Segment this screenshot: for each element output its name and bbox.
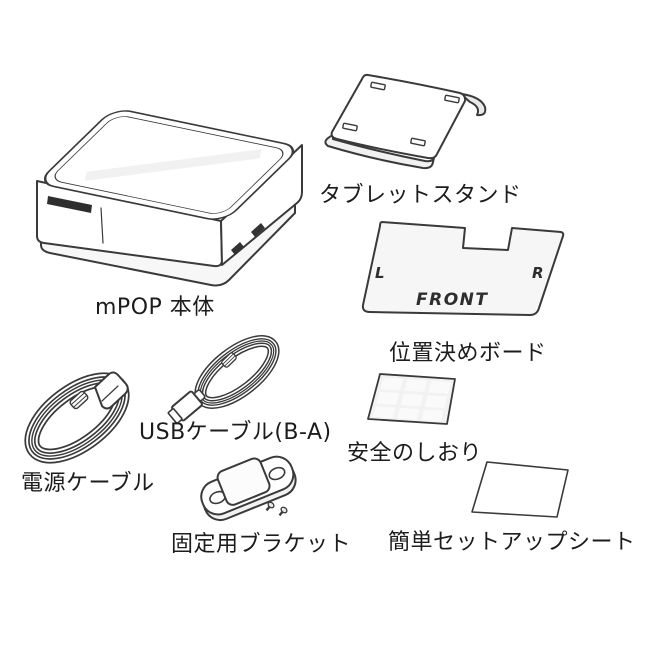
cable-tie bbox=[69, 390, 89, 410]
setup-sheet-drawing bbox=[471, 461, 569, 518]
tablet-stand-label: タブレットスタンド bbox=[319, 183, 522, 208]
usb-cable-drawing bbox=[167, 335, 280, 424]
screw bbox=[265, 501, 275, 512]
stand-slot bbox=[370, 81, 386, 91]
cable-coil bbox=[194, 335, 280, 409]
power-cable-label: 電源ケーブル bbox=[21, 471, 155, 496]
board-front-marking: FRONT bbox=[416, 290, 488, 310]
power-cable-illustration bbox=[15, 345, 160, 470]
setup-sheet-label: 簡単セットアップシート bbox=[388, 530, 636, 555]
tablet-stand-drawing bbox=[324, 73, 487, 170]
bracket-hole bbox=[268, 466, 286, 481]
usb-cable-label: USBケーブル(B-A) bbox=[139, 420, 332, 445]
setup-sheet-illustration bbox=[462, 453, 577, 525]
mounting-bracket-illustration bbox=[195, 448, 340, 528]
positioning-board-drawing: L R FRONT bbox=[361, 221, 565, 316]
paper-slot bbox=[47, 196, 92, 213]
usb-b-connector bbox=[167, 389, 206, 424]
leaflet-grid bbox=[373, 377, 452, 422]
stand-slot bbox=[410, 137, 426, 147]
tablet-stand-illustration bbox=[315, 62, 505, 177]
mounting-bracket-label: 固定用ブラケット bbox=[171, 532, 352, 557]
safety-leaflet-drawing bbox=[367, 373, 456, 425]
mpop-unit-illustration bbox=[25, 95, 315, 295]
stand-slot bbox=[444, 94, 460, 104]
board-right-marking: R bbox=[532, 264, 544, 282]
bracket-pad bbox=[216, 457, 271, 506]
foot-mark bbox=[231, 242, 244, 255]
safety-leaflet-label: 安全のしおり bbox=[347, 441, 483, 466]
usb-cable-illustration bbox=[165, 330, 305, 440]
positioning-board-label: 位置決めボード bbox=[389, 341, 547, 366]
positioning-board-illustration: L R FRONT bbox=[358, 216, 570, 322]
cable-tie bbox=[221, 352, 237, 368]
power-cable-drawing bbox=[24, 371, 130, 464]
board-left-marking: L bbox=[375, 264, 385, 282]
screw bbox=[278, 506, 288, 517]
mpop-unit-drawing bbox=[36, 110, 303, 287]
stand-slot bbox=[342, 122, 358, 132]
safety-leaflet-illustration bbox=[363, 366, 471, 428]
ac-plug bbox=[94, 371, 129, 410]
mounting-bracket-drawing bbox=[200, 455, 297, 522]
mpop-unit-label: mPOP 本体 bbox=[95, 295, 215, 320]
foot-mark bbox=[251, 223, 265, 237]
